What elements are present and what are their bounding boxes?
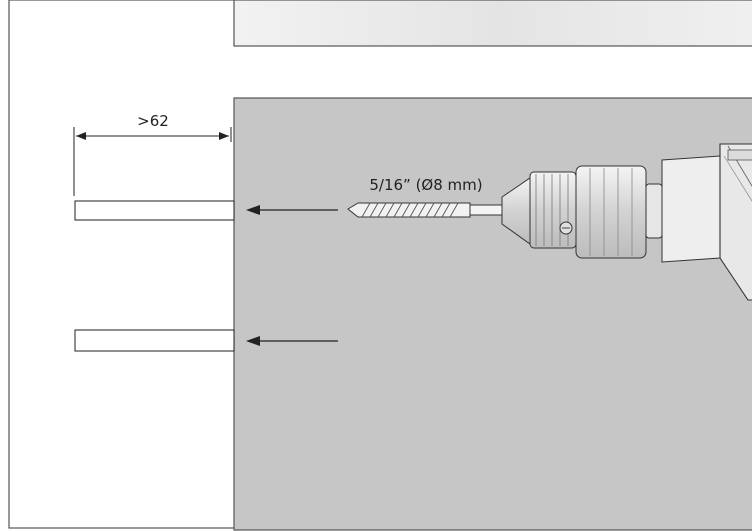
dimension-arrow-icon: [73, 127, 232, 196]
dowel-icon: [74, 200, 235, 221]
arrow-left-icon: [246, 205, 338, 215]
drill-bit-icon: [347, 202, 503, 218]
drill-bit-label: 5/16” (Ø8 mm): [369, 176, 482, 194]
drill-icon: [501, 143, 752, 301]
dowel-icon-lower: [74, 329, 235, 352]
arrow-left-icon-lower: [246, 336, 338, 346]
top-panel: [233, 0, 752, 47]
dimension-label: >62: [137, 112, 169, 130]
